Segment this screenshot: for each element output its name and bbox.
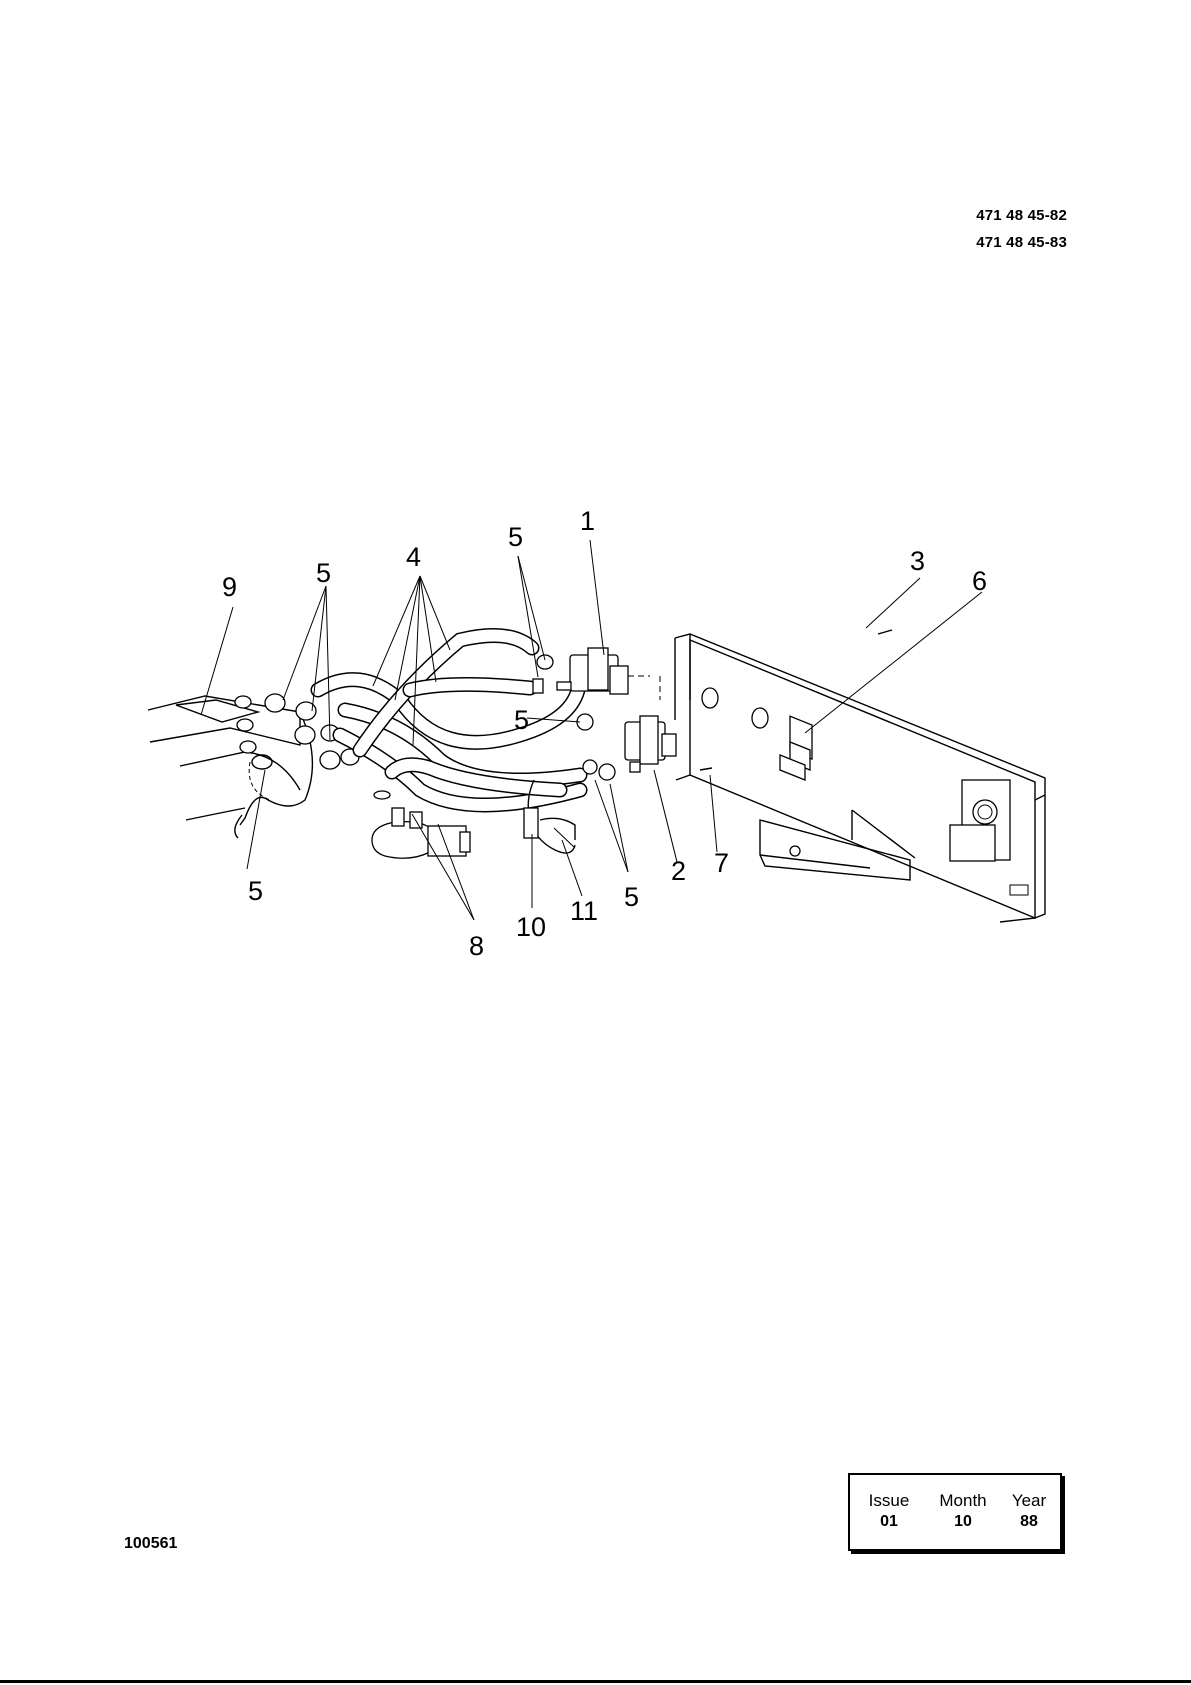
- document-number: 100561: [124, 1535, 177, 1553]
- callout-5d: 5: [248, 876, 263, 906]
- tub-frame-part-9: [148, 696, 312, 838]
- callout-9: 9: [222, 572, 237, 602]
- callout-1: 1: [580, 506, 595, 536]
- control-panel: [675, 630, 1045, 922]
- month-value: 10: [933, 1513, 993, 1531]
- month-column: Month 10: [933, 1491, 993, 1531]
- valve-part-1: [533, 648, 660, 700]
- callout-2: 2: [671, 856, 686, 886]
- year-column: Year 88: [1006, 1491, 1052, 1531]
- issue-label: Issue: [864, 1491, 914, 1511]
- callout-5b: 5: [508, 522, 523, 552]
- bottom-rule: [0, 1680, 1191, 1683]
- callout-leaders: [201, 540, 982, 920]
- callout-6: 6: [972, 566, 987, 596]
- month-label: Month: [933, 1491, 993, 1511]
- callout-5a: 5: [316, 558, 331, 588]
- year-label: Year: [1006, 1491, 1052, 1511]
- issue-box: Issue 01 Month 10 Year 88: [848, 1473, 1062, 1551]
- callout-4: 4: [406, 542, 421, 572]
- callout-8: 8: [469, 931, 484, 961]
- issue-column: Issue 01: [864, 1491, 914, 1531]
- callout-5c: 5: [514, 705, 529, 735]
- callout-5e: 5: [624, 882, 639, 912]
- callout-10: 10: [516, 912, 546, 942]
- year-value: 88: [1006, 1513, 1052, 1531]
- valve-part-2: [577, 714, 676, 780]
- callout-11: 11: [570, 896, 598, 926]
- issue-value: 01: [864, 1513, 914, 1531]
- callout-7: 7: [714, 848, 729, 878]
- callout-3: 3: [910, 546, 925, 576]
